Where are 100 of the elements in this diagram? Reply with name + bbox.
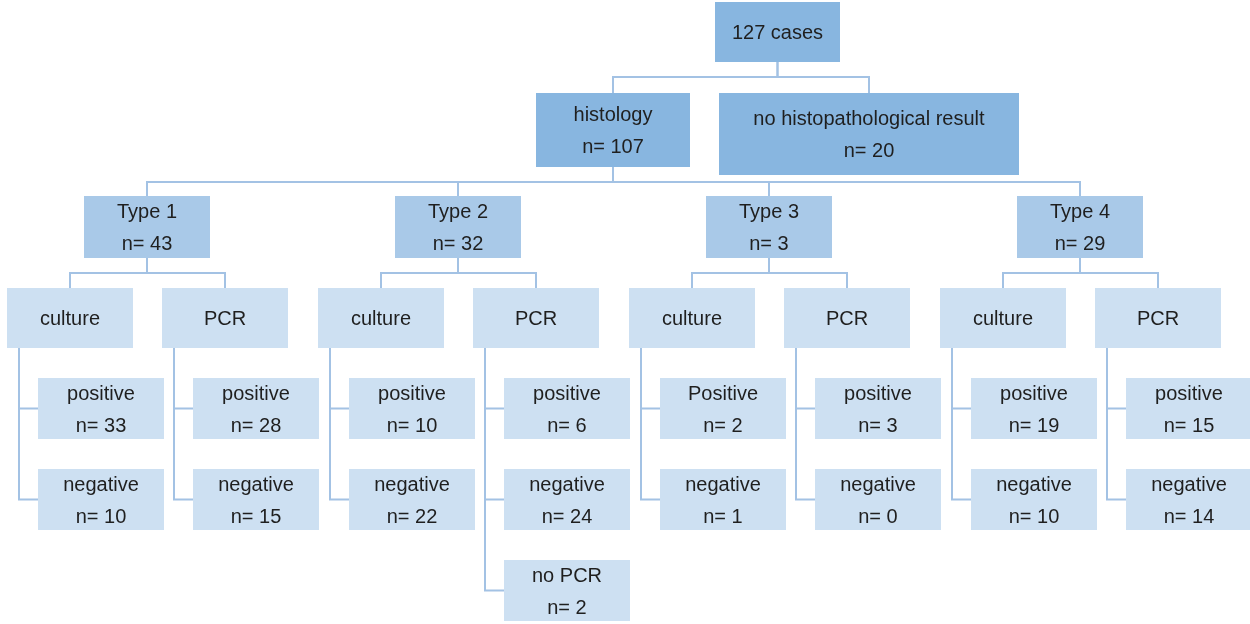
count-label: n= 28 <box>230 412 282 438</box>
category-box <box>1095 288 1221 348</box>
box-label: positive <box>844 380 912 406</box>
category-box <box>504 469 630 530</box>
category-box <box>84 196 210 258</box>
category-box <box>1126 378 1250 439</box>
box-label: negative <box>218 471 294 497</box>
box-label: negative <box>685 471 761 497</box>
box-label: negative <box>529 471 605 497</box>
box-label: PCR <box>203 306 247 331</box>
connector-line <box>18 347 39 501</box>
box-label: Type 4 <box>1049 199 1110 224</box>
count-label: n= 107 <box>582 134 644 159</box>
count-label: n= 6 <box>547 412 587 438</box>
count-label: n= 0 <box>858 503 898 529</box>
category-box <box>473 288 599 348</box>
box-label: PCR <box>514 306 558 331</box>
category-box <box>1126 469 1250 530</box>
count-label: n= 24 <box>541 503 593 529</box>
box-label: positive <box>533 380 601 406</box>
connector-line <box>329 347 350 501</box>
count-label: n= 43 <box>121 231 173 256</box>
count-label: n= 10 <box>75 503 127 529</box>
count-label: n= 3 <box>858 412 898 438</box>
category-box <box>162 288 288 348</box>
box-label: Type 3 <box>738 199 799 224</box>
connector-line <box>1079 257 1159 289</box>
connector-line <box>951 347 972 501</box>
box-label: PCR <box>825 306 869 331</box>
box-label: no histopathological result <box>753 106 985 131</box>
box-label: positive <box>1000 380 1068 406</box>
count-label: n= 2 <box>703 412 743 438</box>
category-box <box>395 196 521 258</box>
category-box <box>971 469 1097 530</box>
box-label: culture <box>40 306 100 331</box>
connector-line <box>768 257 848 289</box>
box-label: 127 cases <box>731 20 824 45</box>
connector-line <box>640 347 661 501</box>
count-label: n= 14 <box>1163 503 1215 529</box>
category-box <box>193 469 319 530</box>
category-box <box>504 378 630 439</box>
count-label: n= 33 <box>75 412 127 438</box>
category-box <box>719 93 1019 175</box>
category-box <box>536 93 690 167</box>
category-box <box>504 560 630 621</box>
category-box <box>715 2 840 62</box>
box-label: culture <box>351 306 411 331</box>
category-box <box>971 378 1097 439</box>
category-box <box>7 288 133 348</box>
connector-line <box>776 61 870 94</box>
box-label: negative <box>840 471 916 497</box>
category-box <box>660 378 786 439</box>
count-label: n= 20 <box>843 138 895 163</box>
category-box <box>940 288 1066 348</box>
category-box <box>349 469 475 530</box>
connector-line <box>484 347 505 592</box>
box-label: Type 2 <box>427 199 488 224</box>
connector-line <box>795 347 816 501</box>
count-label: n= 19 <box>1008 412 1060 438</box>
connector-line <box>1106 347 1127 501</box>
category-box <box>1017 196 1143 258</box>
category-box <box>815 469 941 530</box>
count-label: n= 10 <box>1008 503 1060 529</box>
category-box <box>784 288 910 348</box>
category-box <box>38 378 164 439</box>
box-label: negative <box>374 471 450 497</box>
box-label: culture <box>973 306 1033 331</box>
category-box <box>318 288 444 348</box>
box-label: negative <box>996 471 1072 497</box>
box-label: no PCR <box>532 562 602 588</box>
category-box <box>629 288 755 348</box>
category-box <box>38 469 164 530</box>
connector-line <box>146 257 226 289</box>
connector-line <box>457 257 537 289</box>
box-label: histology <box>573 102 653 127</box>
category-box <box>660 469 786 530</box>
count-label: n= 29 <box>1054 231 1106 256</box>
count-label: n= 22 <box>386 503 438 529</box>
box-label: negative <box>63 471 139 497</box>
box-label: positive <box>222 380 290 406</box>
box-label: positive <box>378 380 446 406</box>
count-label: n= 2 <box>547 594 587 620</box>
category-box <box>706 196 832 258</box>
box-label: positive <box>67 380 135 406</box>
box-label: Positive <box>688 380 758 406</box>
count-label: n= 15 <box>230 503 282 529</box>
count-label: n= 1 <box>703 503 743 529</box>
box-label: culture <box>662 306 722 331</box>
count-label: n= 10 <box>386 412 438 438</box>
box-label: PCR <box>1136 306 1180 331</box>
count-label: n= 32 <box>432 231 484 256</box>
count-label: n= 3 <box>749 231 789 256</box>
box-label: Type 1 <box>116 199 177 224</box>
category-box <box>815 378 941 439</box>
count-label: n= 15 <box>1163 412 1215 438</box>
category-box <box>349 378 475 439</box>
box-label: negative <box>1151 471 1227 497</box>
category-box <box>193 378 319 439</box>
box-label: positive <box>1155 380 1223 406</box>
connector-line <box>173 347 194 501</box>
